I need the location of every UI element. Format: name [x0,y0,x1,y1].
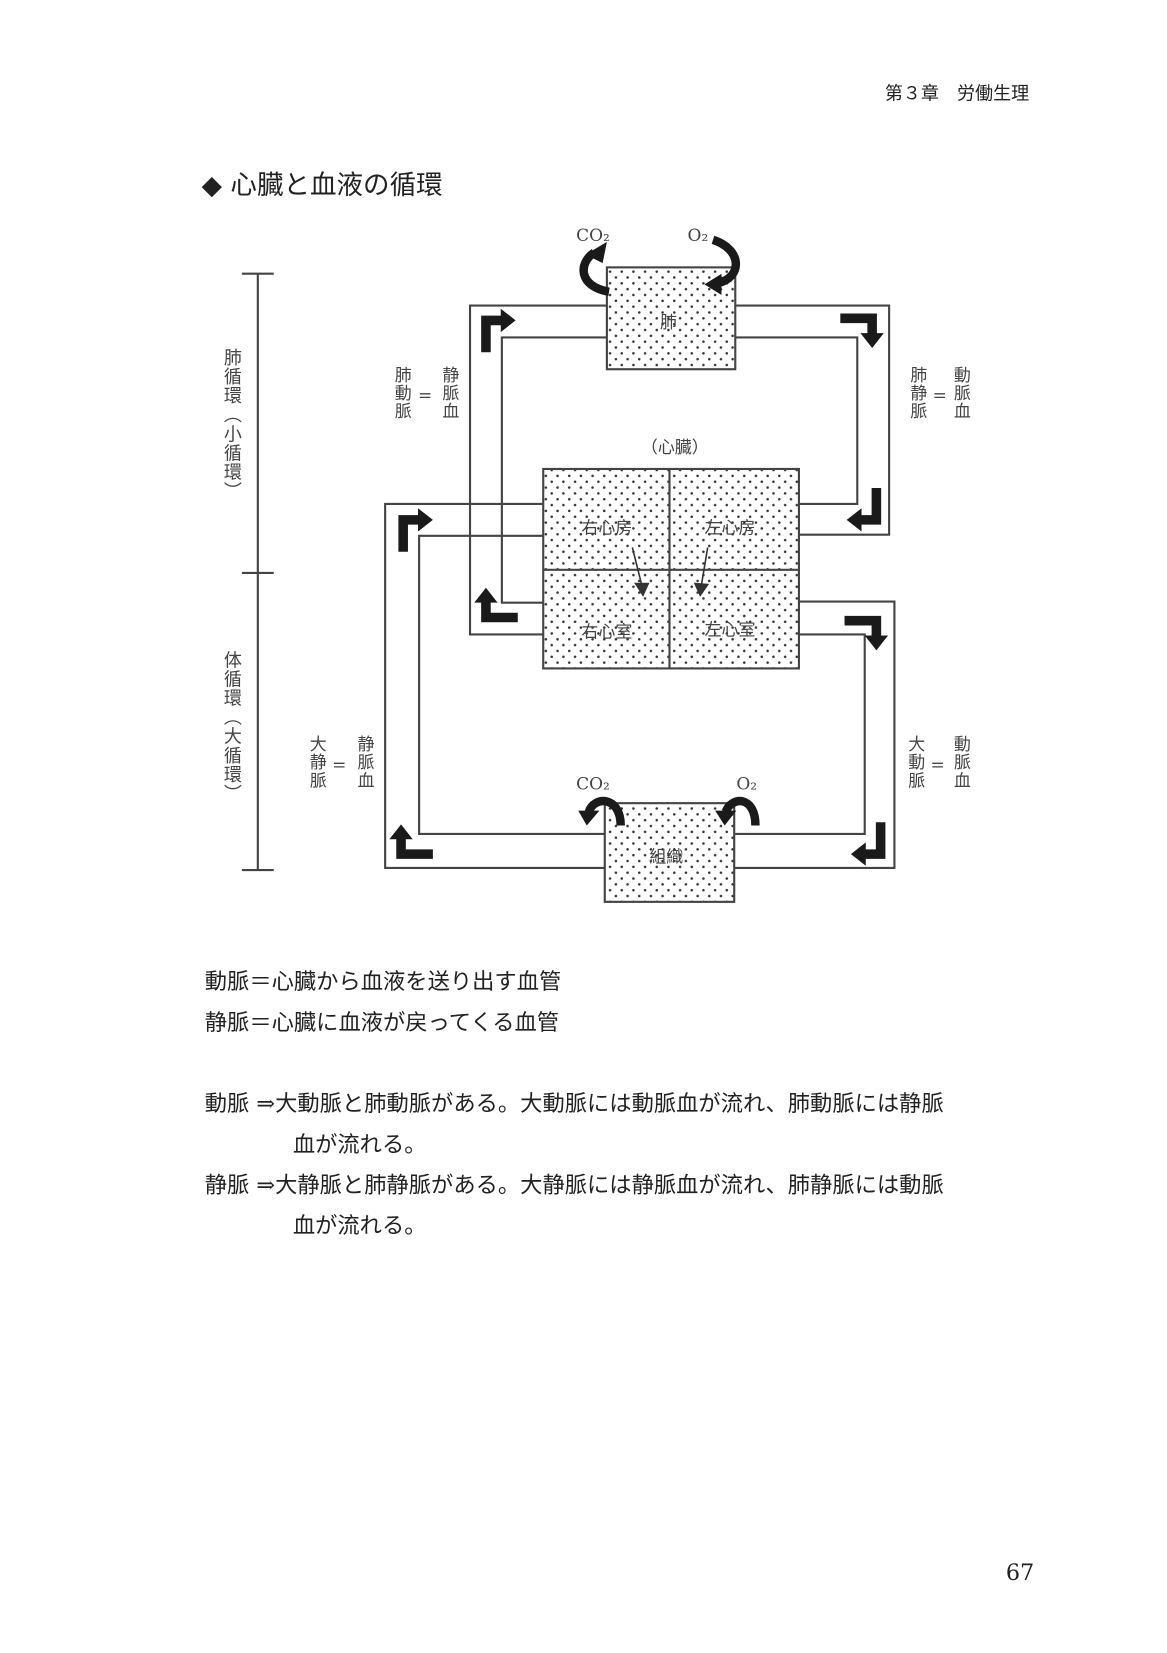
equals-sign: = [332,754,347,775]
note-vein-line1: 静脈 ⇒大静脈と肺静脈がある。大静脈には静脈血が流れ、肺静脈には動脈 [204,1172,944,1198]
co2-label-top: CO₂ [576,224,610,246]
valve-arrows [631,547,710,597]
bent-arrow-icon [847,488,877,532]
bracket-label-systemic: 体循環（大循環） [219,650,241,804]
o2-label-top: O₂ [687,224,709,246]
right-ventricle-label: 右心室 [581,621,633,642]
note-vein-line2: 血が流れる。 [292,1212,427,1239]
aorta-blood-label: 動脈血 [950,735,971,790]
diamond-bullet-icon: ◆ [201,169,222,201]
note-artery-line1: 動脈 ⇒大動脈と肺動脈がある。大動脈には動脈血が流れ、肺動脈には静脈 [204,1090,944,1117]
vena-cava-label: 大静脈 [306,735,327,790]
circulation-diagram [241,235,896,903]
left-atrium-label: 左心房 [704,517,756,538]
tissue-box [603,802,736,903]
co2-label-bottom: CO₂ [576,773,610,794]
equals-sign: = [930,754,945,775]
note-artery-line2: 血が流れる。 [292,1132,427,1158]
tissue-label: 組織 [649,846,684,867]
pulmonary-vein-label: 肺静脈 [907,366,928,421]
vena-cava-blood-label: 静脈血 [354,735,375,790]
equals-sign: = [932,385,947,406]
definition-vein: 静脈＝心臓に血液が戻ってくる血管 [204,1010,560,1036]
right-atrium-label: 右心房 [581,517,633,538]
vessel-lines [241,272,896,872]
section-title-text: 心臓と血液の循環 [230,169,443,201]
left-ventricle-label: 左心室 [704,619,756,640]
definition-artery: 動脈＝心臓から血液を送り出す血管 [204,968,562,995]
bent-arrow-icon [840,318,884,348]
bent-arrow-icon [389,824,433,854]
equals-sign: = [418,385,433,406]
page-number: 67 [1005,1559,1035,1586]
bracket-label-pulmonary: 肺循環（小循環） [219,348,241,501]
pulmonary-artery-blood-label: 静脈血 [439,366,460,421]
section-title: ◆ 心臓と血液の循環 [202,164,443,202]
lung-label: 肺 [659,311,677,333]
pulmonary-artery-label: 肺動脈 [391,366,412,421]
heart-label: （心臓） [640,437,709,458]
o2-label-bottom: O₂ [736,773,758,794]
pulmonary-vein-blood-label: 動脈血 [950,366,971,421]
aorta-label: 大動脈 [905,735,926,790]
chapter-header: 第３章 労働生理 [884,83,1030,106]
